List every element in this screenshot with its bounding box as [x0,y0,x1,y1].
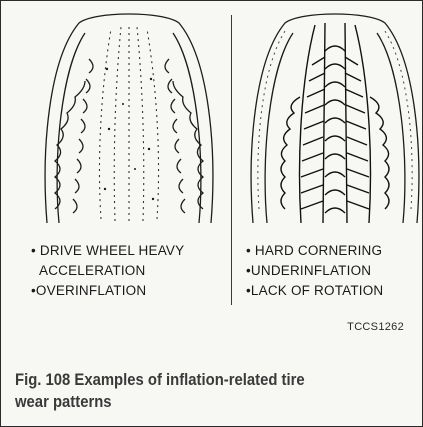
label-overinflation: •OVERINFLATION [31,281,184,301]
label-lack-of-rotation: •LACK OF ROTATION [246,281,383,301]
underinflation-tire-wear-icon [245,9,423,227]
left-tire-causes: • DRIVE WHEEL HEAVY ACCELERATION •OVERIN… [31,241,184,301]
figure-caption: Fig. 108 Examples of inflation-related t… [15,369,339,413]
right-tire-causes: • HARD CORNERING •UNDERINFLATION •LACK O… [246,241,383,301]
divider-line [231,15,232,305]
label-hard-cornering: • HARD CORNERING [246,241,383,261]
label-drive-wheel: • DRIVE WHEEL HEAVY [31,241,184,261]
figure-code: TCCS1262 [347,321,404,333]
caption-line-1: Fig. 108 Examples of inflation-related t… [15,369,339,391]
label-underinflation: •UNDERINFLATION [246,261,383,281]
caption-line-2: wear patterns [15,391,339,413]
label-acceleration: ACCELERATION [31,261,184,281]
overinflation-tire-wear-icon [39,9,219,227]
